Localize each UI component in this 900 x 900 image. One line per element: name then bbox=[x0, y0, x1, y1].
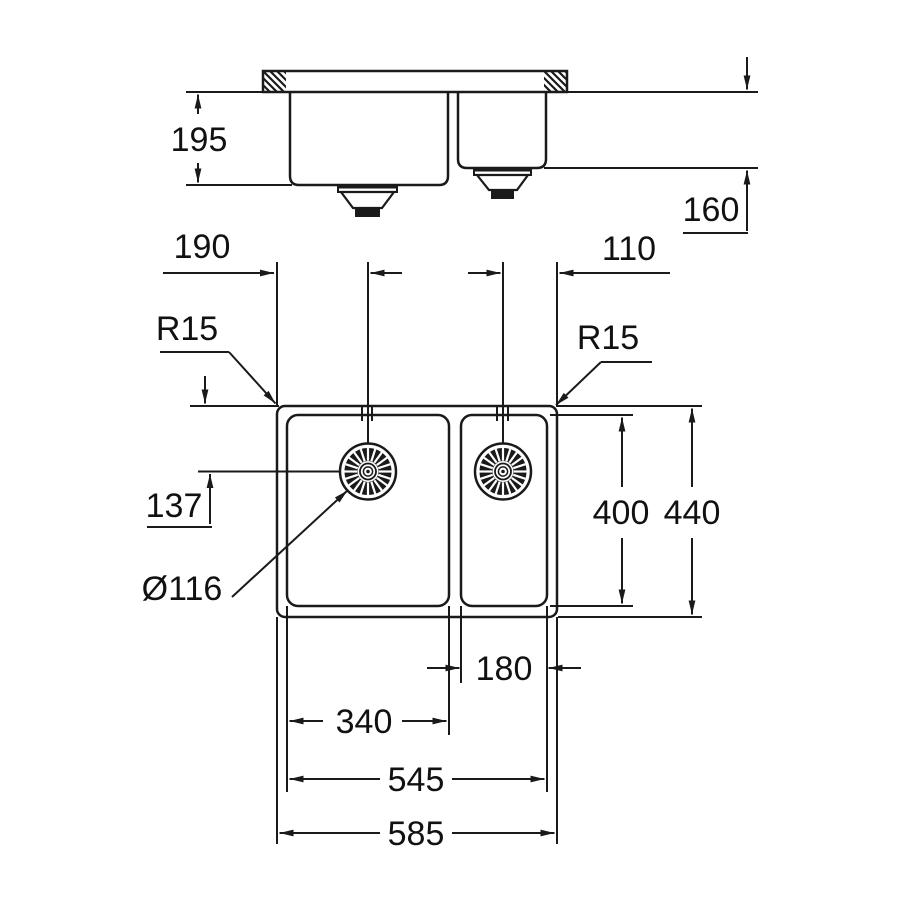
hatch-line bbox=[544, 83, 553, 92]
dim-110-label: 110 bbox=[602, 230, 656, 268]
dim-400: 400 bbox=[550, 414, 650, 607]
r15-left-leader-arrow bbox=[228, 351, 277, 405]
r15-right-label: R15 bbox=[577, 319, 639, 357]
r15-callout-left: R15 bbox=[156, 310, 277, 405]
hatch-line bbox=[563, 71, 567, 75]
dim-160: 160 bbox=[683, 57, 751, 234]
side-section-view: 195 160 bbox=[171, 57, 758, 234]
dim-160-label: 160 bbox=[683, 191, 740, 229]
dim-585: 585 bbox=[279, 815, 555, 853]
dim-137-label: 137 bbox=[146, 487, 203, 525]
countertop-hatch-left bbox=[263, 71, 286, 92]
dia-116-leader-arrow bbox=[231, 489, 349, 598]
hatch-line bbox=[282, 71, 286, 75]
drain1-flange-band bbox=[338, 185, 397, 189]
hatch-line bbox=[268, 71, 286, 89]
dim-440: 440 bbox=[558, 405, 721, 618]
dim-585-label: 585 bbox=[388, 815, 445, 853]
callout-drain-diameter: Ø116 bbox=[142, 489, 349, 608]
dim-545: 545 bbox=[289, 761, 545, 799]
hatch-line bbox=[263, 71, 286, 92]
bowl2-plan-outline bbox=[459, 413, 549, 608]
dim-180-label: 180 bbox=[476, 650, 533, 688]
dim-400-label: 400 bbox=[593, 494, 650, 532]
countertop-bar bbox=[261, 69, 569, 94]
bottom-dimension-rows: 180 340 545 585 bbox=[276, 606, 581, 853]
dim-195-label: 195 bbox=[171, 121, 228, 159]
drain2-side bbox=[473, 167, 532, 199]
r15-right-leader-arrow bbox=[555, 361, 602, 406]
dim-340-label: 340 bbox=[336, 703, 393, 741]
dim-545-label: 545 bbox=[388, 761, 445, 799]
hatch-line bbox=[263, 76, 279, 92]
hatch-line bbox=[544, 71, 567, 92]
countertop-hatch-right bbox=[544, 71, 567, 92]
dim-440-label: 440 bbox=[664, 494, 721, 532]
hatch-line bbox=[556, 71, 567, 82]
drain1-plan bbox=[340, 444, 396, 500]
drain2-plan bbox=[475, 444, 531, 500]
bowl1-plan-outline bbox=[285, 413, 451, 608]
dim-190-label: 190 bbox=[174, 228, 231, 266]
dim-180: 180 bbox=[427, 650, 581, 688]
bowl2-section-outline bbox=[456, 92, 548, 170]
plan-view bbox=[275, 404, 559, 619]
drain2-body bbox=[474, 173, 531, 192]
drain1-outlet bbox=[355, 208, 380, 217]
drain1-body bbox=[338, 190, 397, 210]
hatch-line bbox=[549, 71, 567, 89]
hatch-line bbox=[275, 71, 286, 82]
hatch-line bbox=[544, 76, 560, 92]
r15-callout-right: R15 bbox=[555, 319, 652, 406]
dim-340: 340 bbox=[289, 703, 447, 741]
hatch-line bbox=[263, 83, 272, 92]
drain2-flange-band bbox=[474, 168, 531, 172]
bowl1-section-outline bbox=[288, 92, 450, 187]
dia-116-label: Ø116 bbox=[142, 570, 223, 608]
drain2-outlet bbox=[491, 190, 514, 199]
dim-195: 195 bbox=[171, 94, 228, 183]
r15-left-label: R15 bbox=[156, 310, 218, 348]
sink-outer-outline bbox=[275, 404, 559, 619]
drain1-side bbox=[337, 184, 398, 217]
dim-137: 137 bbox=[146, 376, 339, 528]
